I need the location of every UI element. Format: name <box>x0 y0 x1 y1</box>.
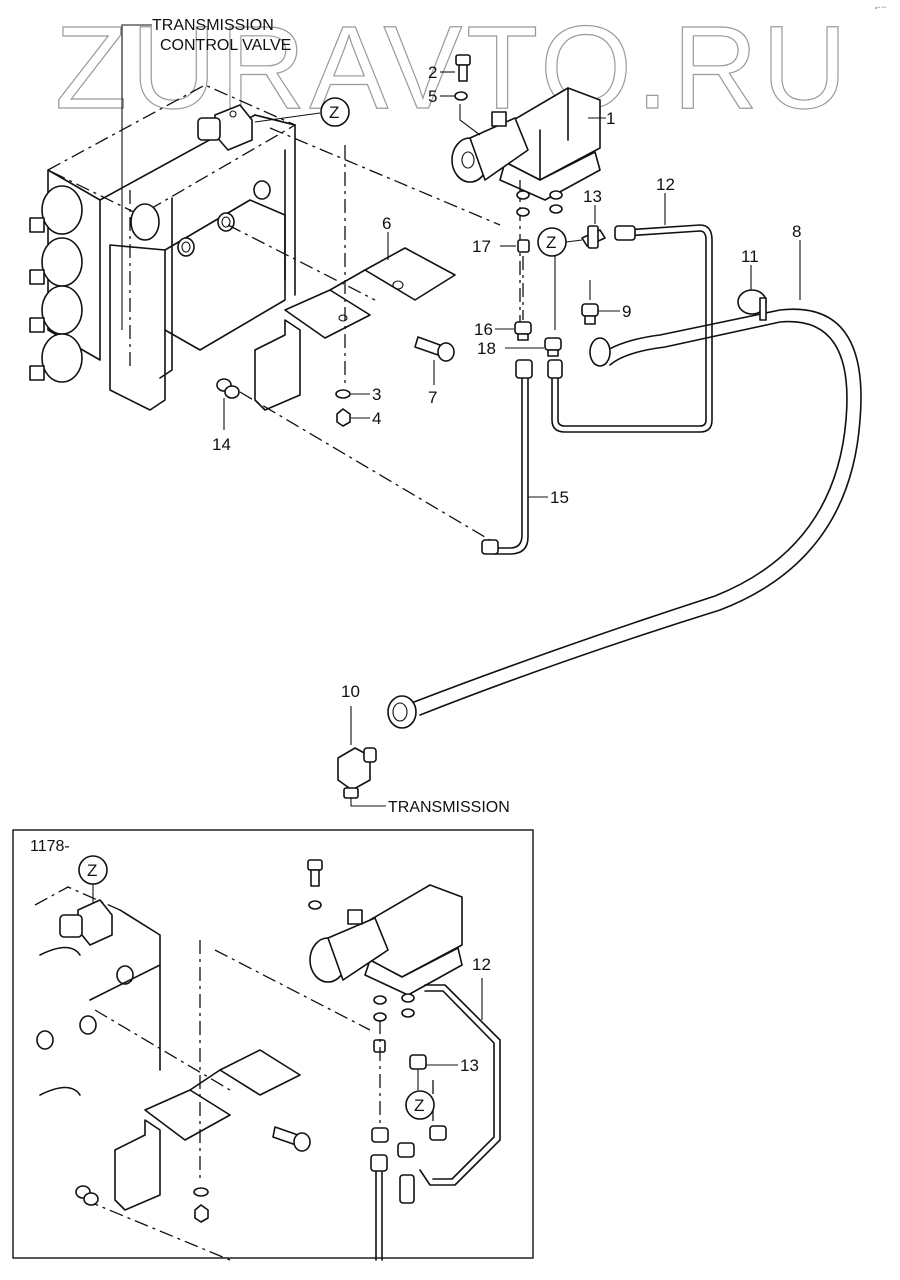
part-label-15: 15 <box>550 488 569 507</box>
inset-bolt <box>272 1126 311 1152</box>
part-label-17: 17 <box>472 237 491 256</box>
part-label-11: 11 <box>741 247 759 266</box>
part-15-tube <box>481 359 533 555</box>
transmission-control-valve <box>29 24 297 411</box>
watermark: ZURAVTO.RU <box>55 2 851 134</box>
detail-marker-z: Z <box>254 97 350 127</box>
inset-detail-marker-z-2: Z <box>405 1069 435 1120</box>
inset-label-13: 13 <box>460 1056 479 1075</box>
part-label-5: 5 <box>428 87 437 106</box>
part-label-7: 7 <box>428 388 437 407</box>
inset-serial-range: 1178- <box>30 838 70 855</box>
part-label-14: 14 <box>212 435 231 454</box>
part-label-6: 6 <box>382 214 391 233</box>
part-label-2: 2 <box>428 63 437 82</box>
part-16-fitting <box>514 321 532 341</box>
part-6-bracket <box>254 247 456 411</box>
part-12-tube <box>547 224 713 433</box>
part-11-clamp <box>737 289 767 321</box>
part-label-3: 3 <box>372 385 381 404</box>
transmission-label: TRANSMISSION <box>388 799 510 816</box>
part-8-hose <box>387 308 862 729</box>
part-1-solenoid-valve <box>451 87 601 201</box>
part-2-bolt <box>455 54 471 82</box>
inset-label-12: 12 <box>472 955 491 974</box>
inset-bracket <box>114 1049 301 1211</box>
part-label-9: 9 <box>622 302 631 321</box>
part-14-fitting <box>216 378 240 399</box>
part-label-1: 1 <box>606 109 615 128</box>
part-5-washer <box>454 91 468 101</box>
inset-tube-12 <box>419 984 501 1186</box>
svg-text:Z: Z <box>414 1096 424 1115</box>
transmission-control-valve-label-line2: CONTROL VALVE <box>160 37 291 54</box>
svg-text:Z: Z <box>546 233 556 252</box>
svg-text:Z: Z <box>329 103 339 122</box>
part-label-18: 18 <box>477 339 496 358</box>
transmission-control-valve-label-line1: TRANSMISSION <box>152 17 274 34</box>
part-label-13: 13 <box>583 187 602 206</box>
inset-valve-body <box>34 886 161 1096</box>
part-7-bolt <box>414 336 455 362</box>
inset-solenoid-valve <box>307 859 463 996</box>
part-label-10: 10 <box>341 682 360 701</box>
inset-detail-marker-z: Z <box>78 855 108 905</box>
svg-text:Z: Z <box>87 861 97 880</box>
part-18-fitting <box>544 337 562 357</box>
part-label-8: 8 <box>792 222 801 241</box>
connector-plug <box>197 104 253 151</box>
corner-mark: a** *** <box>875 5 887 10</box>
part-3-washer <box>335 389 351 399</box>
part-9-fitting <box>581 303 599 325</box>
inset-fittings <box>370 993 447 1261</box>
detail-marker-z-main: Z <box>537 227 567 257</box>
part-10-elbow <box>337 747 377 799</box>
part-13-fitting <box>581 225 606 249</box>
part-17-plug <box>517 239 530 253</box>
part-label-12: 12 <box>656 175 675 194</box>
part-label-16: 16 <box>474 320 493 339</box>
part-label-4: 4 <box>372 409 381 428</box>
part-4-nut <box>336 408 351 427</box>
inset-panel <box>12 829 534 1259</box>
